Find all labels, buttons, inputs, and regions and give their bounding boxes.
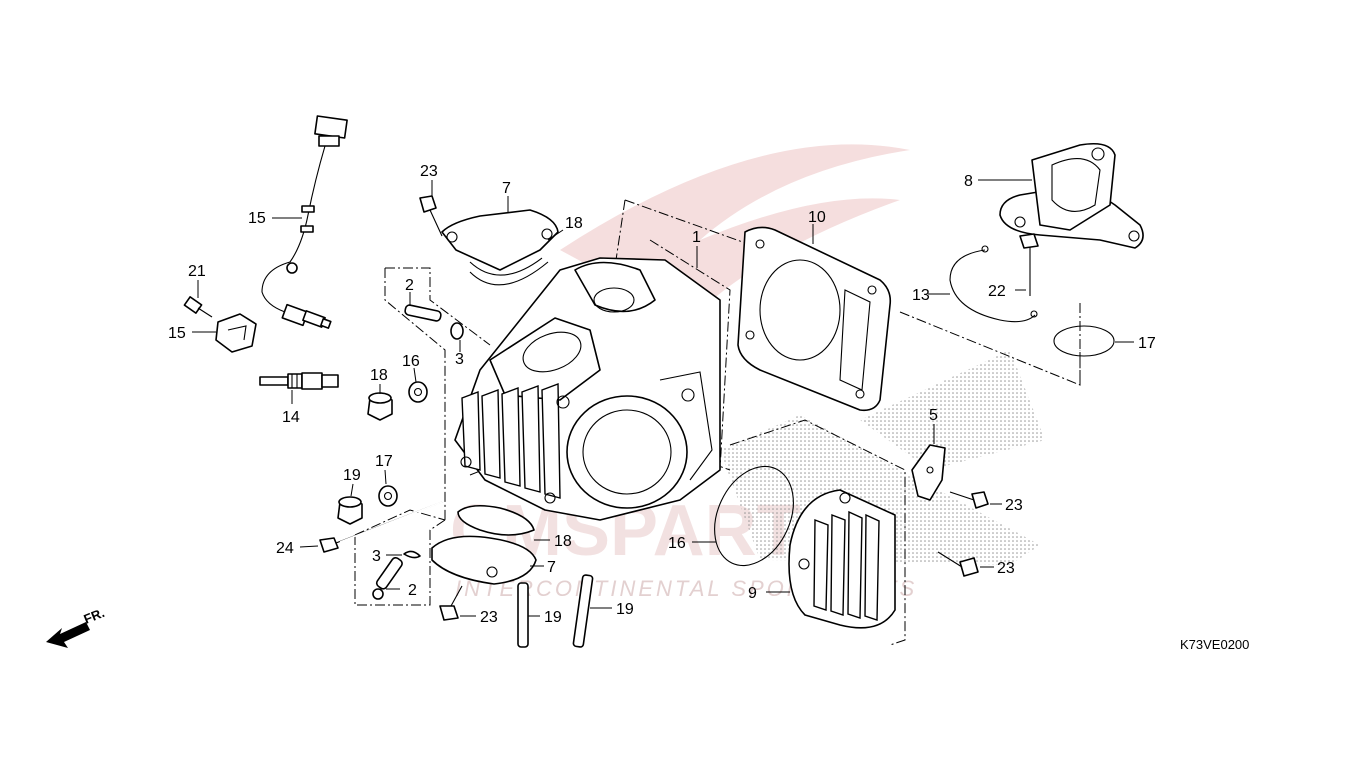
callout-7-bottom: 7 [547,559,556,576]
callout-23-bottom: 23 [480,609,498,626]
front-arrow-icon [46,622,90,648]
callout-19-left: 19 [544,609,562,626]
callout-7-top: 7 [502,180,511,197]
bracket-12 [215,313,257,353]
callout-23-right: 23 [997,560,1015,577]
callout-6: 9 [748,585,757,602]
callout-17: 17 [1138,335,1156,352]
insulator-8 [999,142,1144,249]
bolt-22 [1019,233,1039,296]
callout-12: 15 [168,325,186,342]
callout-24: 24 [276,540,294,557]
cover-7-top [441,209,559,276]
callout-3-top: 3 [455,351,464,368]
o-ring-16 [714,465,794,567]
callout-9: 13 [912,287,930,304]
clip-9 [949,245,1038,323]
callout-2-top: 2 [405,277,414,294]
long-stud-24 [319,501,443,553]
callout-10: 14 [282,409,300,426]
cover-7-bottom [431,535,537,585]
bolts-23 [419,195,989,621]
callout-20: 23 [1005,497,1023,514]
callout-15-top: 18 [370,367,388,384]
callout-18-top: 18 [565,215,583,232]
callout-23-top: 23 [420,163,438,180]
o2-sensor [261,115,348,329]
studs-19 [517,574,594,648]
callout-8: 8 [964,173,973,190]
callout-19-right: 19 [616,601,634,618]
callout-13: 16 [402,353,420,370]
cylinder-head [454,257,721,521]
callout-3-bottom: 3 [372,548,381,565]
callout-22: 22 [988,283,1006,300]
callout-5: 10 [808,209,826,226]
callout-18-bottom: 18 [554,533,572,550]
callout-2-bottom: 2 [408,582,417,599]
gasket-18-bottom [457,504,535,536]
front-direction: FR. [46,605,107,648]
o-ring-17 [1053,325,1115,357]
spark-plug [259,372,339,390]
callout-11: 15 [248,210,266,227]
callouts: 23 7 18 1 10 8 15 21 15 2 3 16 18 14 13 … [168,163,1156,626]
callout-1: 1 [692,229,701,246]
callout-15-bottom: 19 [343,467,361,484]
leader-lines [192,179,1134,617]
bracket-4 [911,444,946,501]
head-gasket-5 [737,226,892,412]
callout-21: 21 [188,263,206,280]
callout-16: 16 [668,535,686,552]
callout-4: 5 [929,407,938,424]
callout-14: 17 [375,453,393,470]
head-fins [461,382,561,499]
bolt-21 [183,296,213,318]
gasket-18-top [469,261,549,286]
front-label: FR. [82,605,107,627]
side-cover-6 [788,489,896,629]
shading-upper [860,350,1045,470]
small-hardware [337,304,464,600]
diagram-code: K73VE0200 [1180,637,1249,652]
